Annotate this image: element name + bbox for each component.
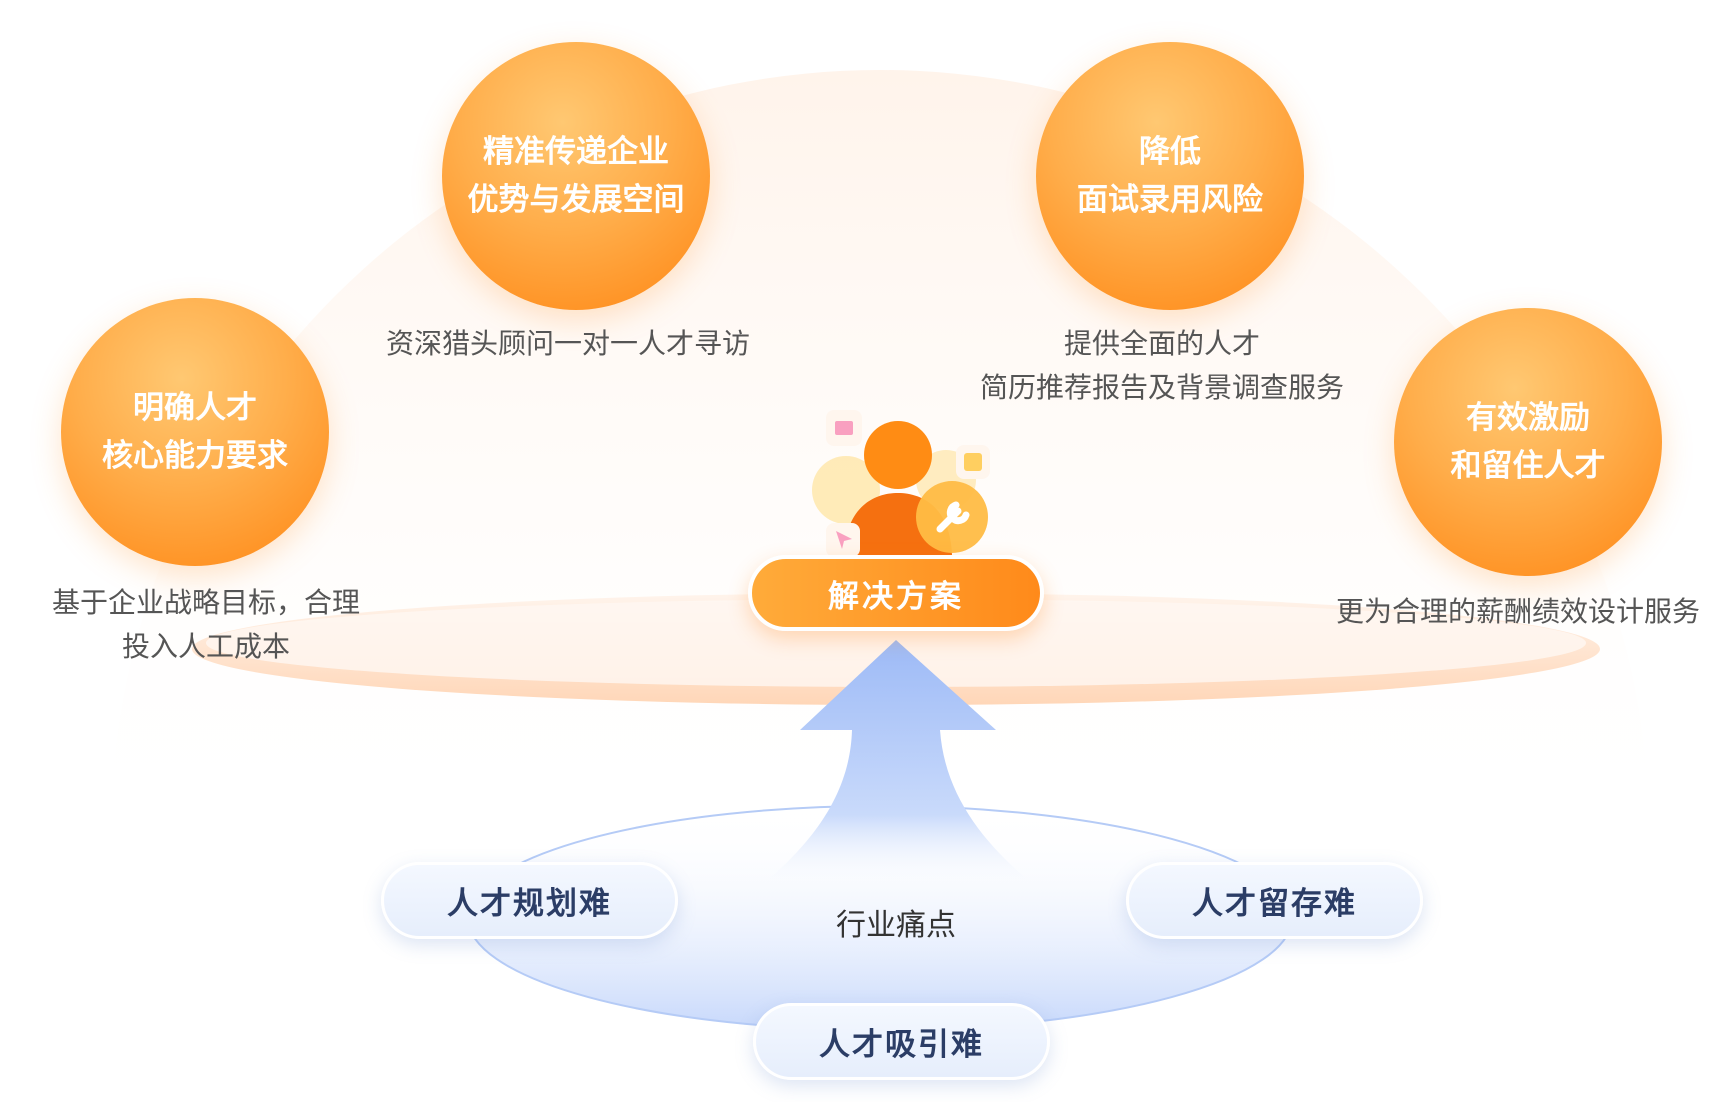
up-arrow — [756, 640, 1040, 890]
benefit-text: 优势与发展空间 — [467, 182, 685, 218]
pain-point-attraction: 人才吸引难 — [753, 1003, 1050, 1080]
pain-point-planning: 人才规划难 — [381, 862, 678, 939]
pain-point-label: 人才吸引难 — [819, 1027, 984, 1063]
caption-line: 更为合理的薪酬绩效设计服务 — [1335, 595, 1700, 628]
benefit-text: 面试录用风险 — [1077, 182, 1263, 218]
caption-line: 基于企业战略目标，合理 — [51, 586, 360, 619]
caption-line: 简历推荐报告及背景调查服务 — [979, 371, 1344, 404]
pain-points-title: 行业痛点 — [836, 908, 956, 943]
benefit-circle-2: 降低 面试录用风险 — [1036, 42, 1304, 310]
benefit-text: 和留住人才 — [1450, 448, 1606, 484]
caption-line: 提供全面的人才 — [1063, 327, 1260, 360]
benefit-caption-3: 基于企业战略目标，合理 投入人工成本 — [6, 581, 406, 669]
benefit-circle-4: 有效激励 和留住人才 — [1394, 308, 1662, 576]
benefit-text: 明确人才 — [133, 390, 257, 426]
wrench-icon — [936, 501, 970, 533]
benefit-circle-3: 明确人才 核心能力要求 — [61, 298, 329, 566]
benefit-caption-1: 资深猎头顾问一对一人才寻访 — [368, 322, 768, 366]
pain-point-label: 人才留存难 — [1192, 886, 1357, 922]
solution-label: 解决方案 — [828, 578, 964, 615]
person-solution-icon — [812, 410, 990, 557]
caption-line: 投入人工成本 — [121, 630, 290, 663]
benefit-text: 核心能力要求 — [102, 438, 288, 474]
pain-point-label: 人才规划难 — [447, 886, 612, 922]
pain-point-retention: 人才留存难 — [1126, 862, 1423, 939]
benefit-text: 精准传递企业 — [483, 134, 669, 170]
benefit-text: 有效激励 — [1466, 400, 1590, 436]
benefit-text: 降低 — [1139, 134, 1201, 170]
benefit-circle-1: 精准传递企业 优势与发展空间 — [442, 42, 710, 310]
caption-line: 资深猎头顾问一对一人才寻访 — [385, 327, 750, 360]
benefit-caption-2: 提供全面的人才 简历推荐报告及背景调查服务 — [942, 322, 1382, 410]
benefit-caption-4: 更为合理的薪酬绩效设计服务 — [1312, 590, 1724, 634]
solution-button[interactable]: 解决方案 — [748, 555, 1044, 631]
